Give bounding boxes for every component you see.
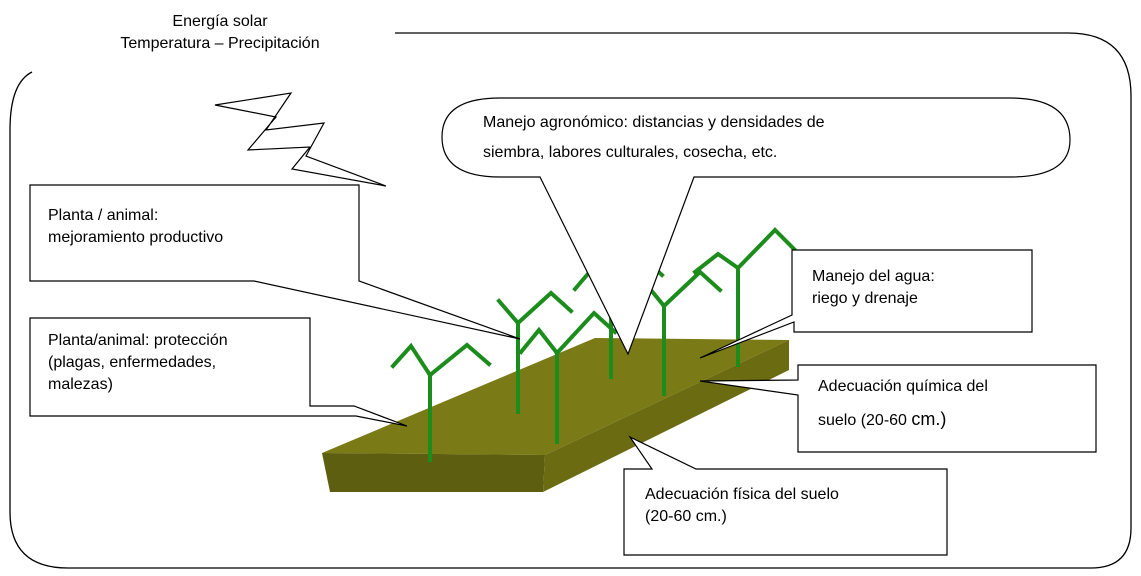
physical-label: Adecuación física del suelo (20-60 cm.) [645,484,839,528]
callout-chemical [699,364,1097,453]
plant [390,342,492,462]
physical-line-1: Adecuación física del suelo [645,486,839,503]
lightning-icon [214,92,387,187]
callout-physical [623,435,948,556]
callout-water [699,249,1033,359]
plant-improvement-label: Planta / animal: mejoramiento productivo [48,205,223,249]
soil-front-face [322,453,545,492]
environment-label: Energía solar Temperatura – Precipitació… [80,11,360,55]
water-line-2: riego y drenaje [812,290,918,307]
water-label: Manejo del agua: riego y drenaje [812,266,935,310]
agronomic-line-2: siembra, labores culturales, cosecha, et… [483,144,778,161]
soil-side-face [543,340,789,492]
chemical-line-2: suelo (20-60 cm.) [818,403,988,437]
callout-agronomic [441,97,1071,356]
protection-line-1: Planta/animal: protección [48,332,228,349]
physical-line-2: (20-60 cm.) [645,508,727,525]
environment-line-1: Energía solar [172,13,268,30]
plant-improvement-line-1: Planta / animal: [48,207,159,224]
protection-label: Planta/animal: protección (plagas, enfer… [48,330,228,396]
water-line-1: Manejo del agua: [812,268,935,285]
plant-improvement-line-2: mejoramiento productivo [48,229,224,246]
callout-plant-improvement [29,184,521,340]
chemical-line-2-text: suelo (20-60 [818,412,912,429]
environment-line-2: Temperatura – Precipitación [120,35,320,52]
chemical-line-1: Adecuación química del [818,378,988,395]
callout-protection [29,317,408,427]
agronomic-line-1: Manejo agronómico: distancias y densidad… [483,114,825,131]
plants [390,227,797,462]
agronomic-label: Manejo agronómico: distancias y densidad… [483,108,825,168]
environment-enclosure [9,32,1132,569]
plant [518,310,618,444]
chemical-label: Adecuación química del suelo (20-60 cm.) [818,371,988,437]
chemical-line-2-unit: cm.) [911,409,947,429]
protection-line-2: (plagas, enfermedades, [48,354,217,371]
protection-line-3: malezas) [48,376,113,393]
plant [692,227,797,367]
